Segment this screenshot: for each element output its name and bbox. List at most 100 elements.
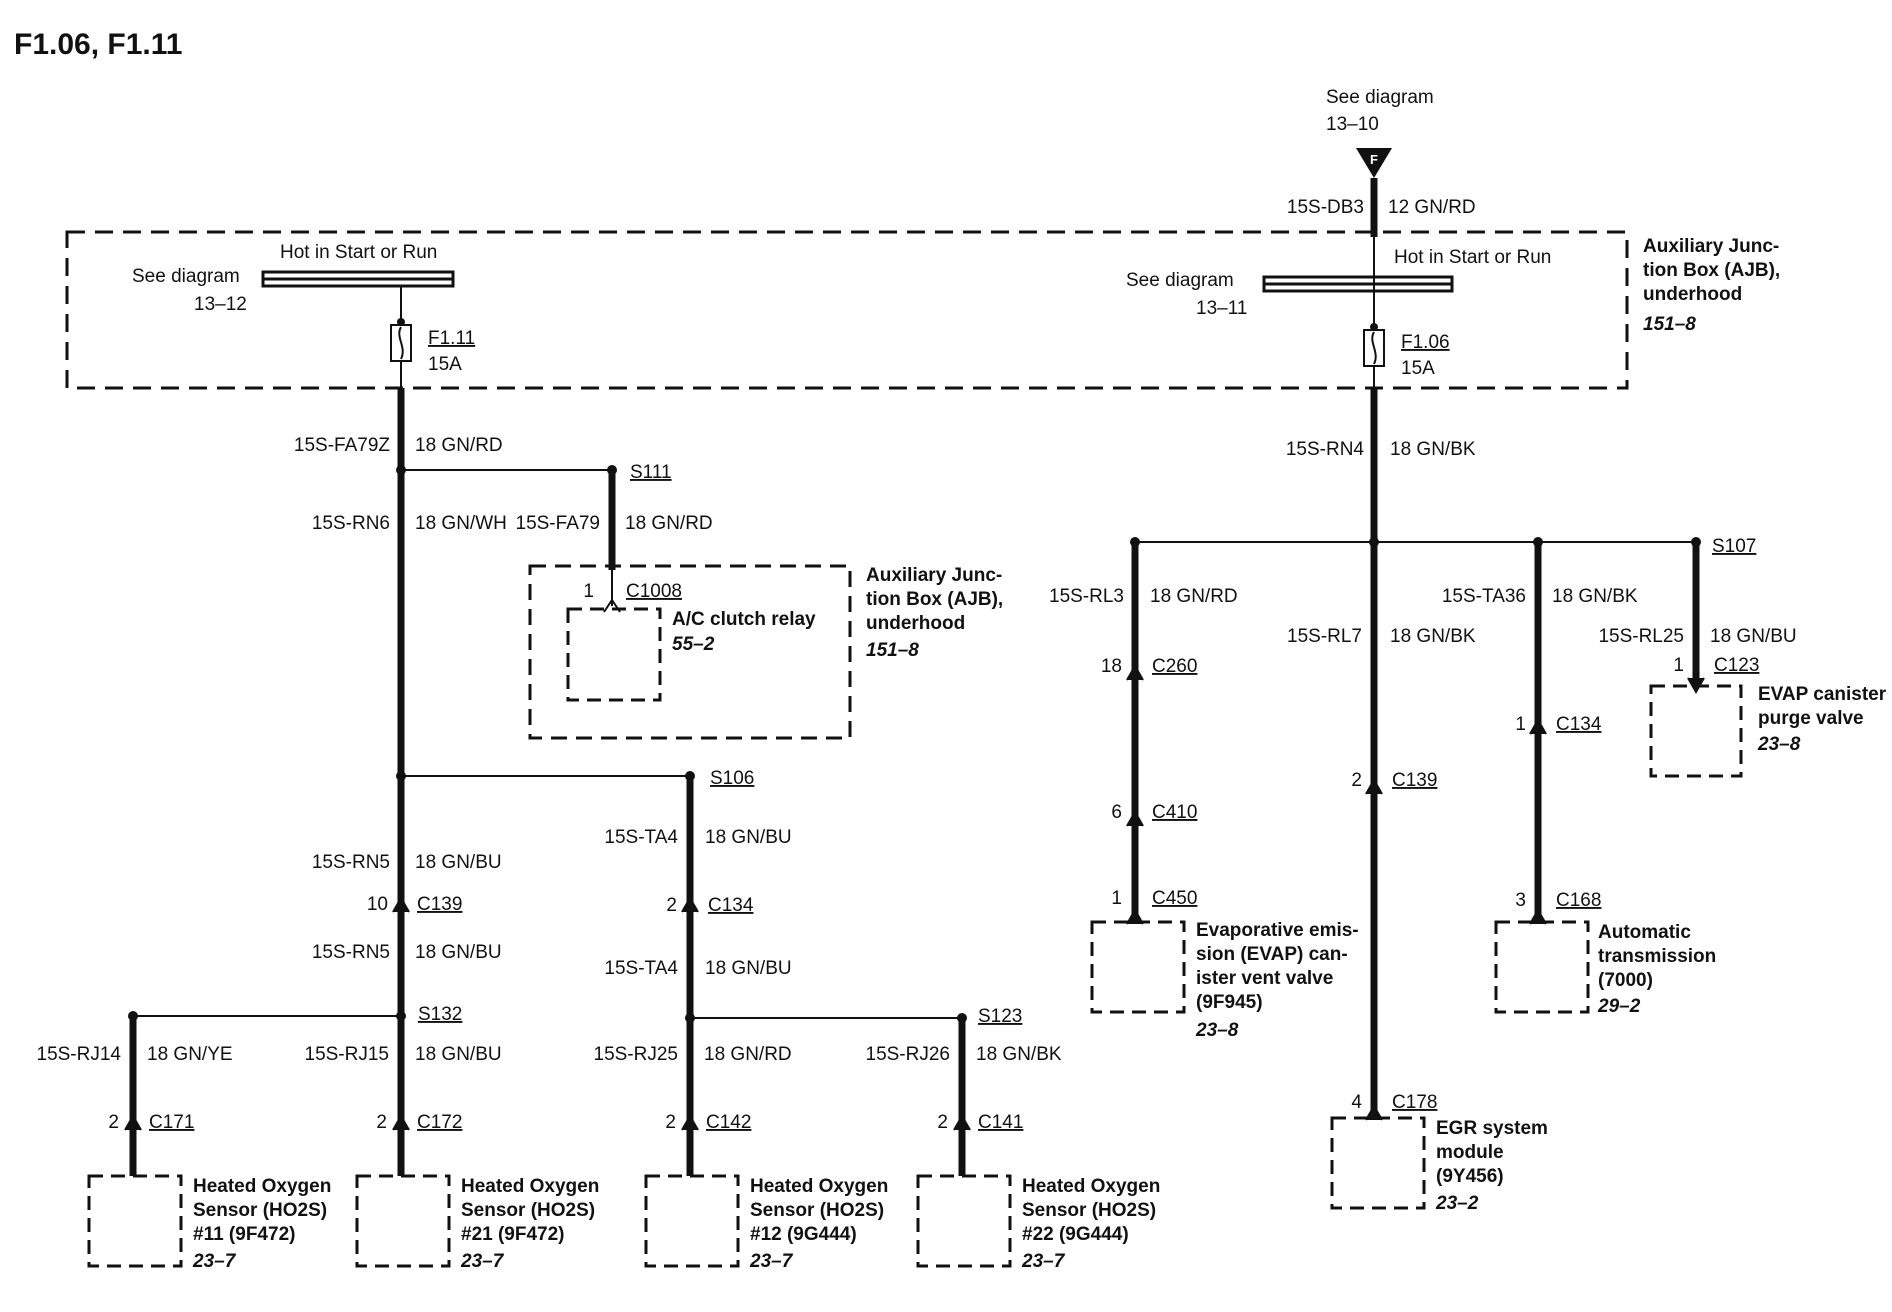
sensor-circuit: 15S-RJ15	[305, 1044, 390, 1065]
c260-pin: 18	[1101, 656, 1122, 677]
ta4b-circuit: 15S-TA4	[604, 958, 678, 979]
sensor-wire-label: 18 GN/RD	[704, 1044, 792, 1065]
relay-ajb-label: Auxiliary Junc-tion Box (AJB),underhood	[866, 565, 1003, 634]
sensor-connector-label: C141	[978, 1112, 1023, 1133]
rn4-circuit: 15S-RN4	[1286, 439, 1365, 460]
sensor-ref: 23–7	[749, 1251, 794, 1272]
sensor-connector-icon	[392, 1113, 410, 1131]
c139-right-pin: 2	[1351, 770, 1362, 791]
ac-clutch-relay-box	[566, 607, 662, 702]
c450-label: C450	[1152, 888, 1197, 909]
heated-oxygen-sensor-box	[355, 1174, 451, 1268]
sensor-connector-label: C171	[149, 1112, 194, 1133]
c134-right-pin: 1	[1515, 714, 1526, 735]
sensor-connector-icon	[124, 1113, 142, 1131]
evap-vent-ref: 23–8	[1195, 1020, 1239, 1041]
right-fuse-name: F1.06	[1401, 332, 1450, 353]
c260-connector-icon	[1126, 663, 1144, 681]
s123-label: S123	[978, 1006, 1022, 1027]
connector-f-icon	[1356, 148, 1392, 178]
ta36-circuit: 15S-TA36	[1442, 586, 1526, 607]
c123-pin: 1	[1673, 655, 1684, 676]
c178-label: C178	[1392, 1092, 1437, 1113]
evap-purge-valve-box	[1649, 684, 1743, 778]
left-hot-label: Hot in Start or Run	[280, 242, 437, 263]
ajb-label: Auxiliary Junc-tion Box (AJB),underhood	[1643, 236, 1780, 305]
rn4-wire: 18 GN/BK	[1390, 439, 1476, 460]
rl3-circuit: 15S-RL3	[1049, 586, 1124, 607]
c260-label: C260	[1152, 656, 1197, 677]
fa79-wire: 18 GN/RD	[625, 513, 713, 534]
rl3-wire: 18 GN/RD	[1150, 586, 1238, 607]
rn5a-wire: 18 GN/BU	[415, 852, 502, 873]
sensor-wire-label: 18 GN/BU	[415, 1044, 502, 1065]
c139-left-label: C139	[417, 894, 462, 915]
sensor-pin: 2	[108, 1112, 119, 1133]
sensor-pin: 2	[665, 1112, 676, 1133]
sensor-wire-label: 18 GN/YE	[147, 1044, 233, 1065]
c139-right-connector-icon	[1365, 777, 1383, 795]
sensor-pin: 2	[376, 1112, 387, 1133]
sensor-connector-icon	[681, 1113, 699, 1131]
c134-left-pin: 2	[666, 895, 677, 916]
c134-right-connector-icon	[1529, 717, 1547, 735]
evap-vent-valve-box	[1090, 920, 1186, 1014]
right-fuse-amps: 15A	[1401, 358, 1435, 379]
egr-ref: 23–2	[1435, 1193, 1479, 1214]
ta4a-wire: 18 GN/BU	[705, 827, 792, 848]
feed-see-diagram: See diagram	[1326, 87, 1434, 108]
feed-ref: 13–10	[1326, 114, 1379, 135]
left-see-ref: 13–12	[194, 294, 247, 315]
sensor-connector-icon	[953, 1113, 971, 1131]
fa79-circuit: 15S-FA79	[516, 513, 601, 534]
left-fuse-name: F1.11	[428, 328, 475, 349]
fuse-f1-06-icon	[1363, 329, 1385, 367]
sensor-ref: 23–7	[1021, 1251, 1066, 1272]
sensor-pin: 2	[937, 1112, 948, 1133]
heated-oxygen-sensor-box	[87, 1174, 183, 1268]
c410-pin: 6	[1111, 802, 1122, 823]
fa79z-circuit: 15S-FA79Z	[294, 435, 390, 456]
heated-oxygen-sensor-box	[916, 1174, 1012, 1268]
relay-ajb-boundary	[528, 564, 852, 740]
c410-connector-icon	[1126, 809, 1144, 827]
rn6-wire: 18 GN/WH	[415, 513, 507, 534]
page-title: F1.06, F1.11	[14, 28, 183, 61]
c450-pin: 1	[1111, 888, 1122, 909]
sensor-wire-label: 18 GN/BK	[976, 1044, 1062, 1065]
rl7-wire: 18 GN/BK	[1390, 626, 1476, 647]
c134-left-connector-icon	[681, 895, 699, 913]
ta4a-circuit: 15S-TA4	[604, 827, 678, 848]
c410-label: C410	[1152, 802, 1197, 823]
relay-ref: 55–2	[672, 634, 715, 655]
right-see-diagram: See diagram	[1126, 270, 1234, 291]
rn5a-circuit: 15S-RN5	[312, 852, 390, 873]
c1008-label: C1008	[626, 581, 682, 602]
ajb-boundary	[65, 230, 1629, 390]
rl25-wire: 18 GN/BU	[1710, 626, 1797, 647]
ajb-ref: 151–8	[1643, 314, 1696, 335]
left-fuse-amps: 15A	[428, 354, 462, 375]
c139-left-pin: 10	[367, 894, 388, 915]
db3-circuit: 15S-DB3	[1287, 197, 1364, 218]
evap-vent-name: Evaporative emis-sion (EVAP) can-ister v…	[1196, 920, 1359, 1013]
connector-f-label: F	[1370, 152, 1378, 167]
ta36-wire: 18 GN/BK	[1552, 586, 1638, 607]
sensor-circuit: 15S-RJ14	[37, 1044, 122, 1065]
purge-ref: 23–8	[1757, 734, 1801, 755]
relay-name: A/C clutch relay	[672, 609, 816, 630]
c134-left-label: C134	[708, 895, 754, 916]
s111-label: S111	[630, 462, 672, 483]
c123-label: C123	[1714, 655, 1759, 676]
rn5b-circuit: 15S-RN5	[312, 942, 390, 963]
c168-pin: 3	[1515, 890, 1526, 911]
relay-ajb-ref: 151–8	[866, 640, 919, 661]
egr-module-box	[1330, 1116, 1426, 1210]
rl7-circuit: 15S-RL7	[1287, 626, 1362, 647]
right-hot-label: Hot in Start or Run	[1394, 247, 1551, 268]
rl25-circuit: 15S-RL25	[1598, 626, 1684, 647]
s107-label: S107	[1712, 536, 1756, 557]
